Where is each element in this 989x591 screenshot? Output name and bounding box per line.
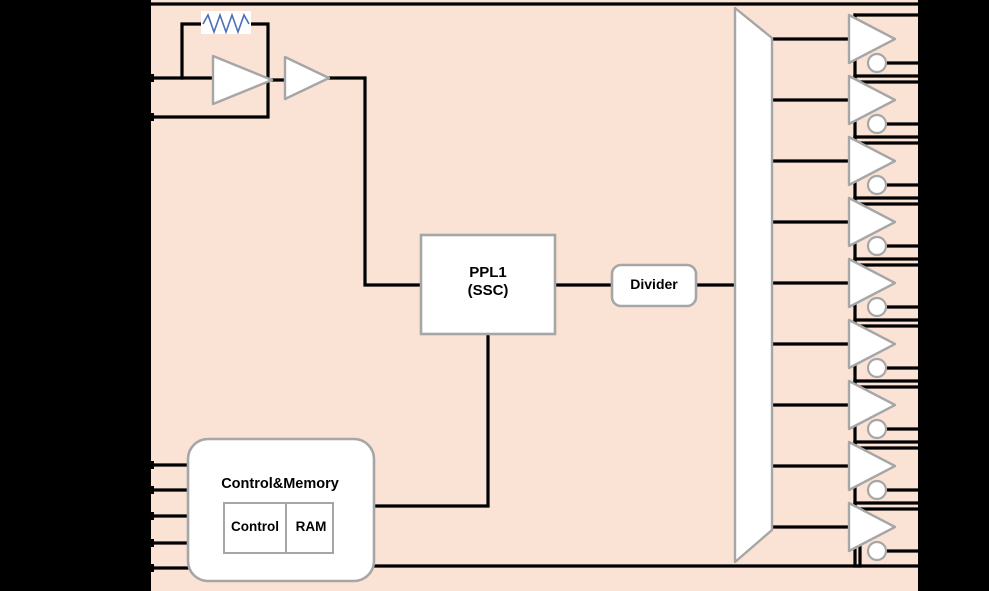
wire-feedback-left	[180, 22, 204, 80]
wire-buffer-to-pll	[327, 76, 423, 287]
left-pin-stubs	[149, 463, 192, 570]
inverting-bubble-icon	[866, 113, 888, 135]
output-buffer-5[interactable]	[847, 257, 897, 318]
inverting-bubble-icon	[866, 540, 888, 562]
wire-feedback-right	[248, 22, 270, 82]
fanout-bus-block[interactable]	[733, 6, 774, 564]
output-buffer-7[interactable]	[847, 379, 897, 440]
control-subblock[interactable]	[223, 502, 287, 554]
inverting-bubble-icon	[866, 52, 888, 74]
output-buffer-2[interactable]	[847, 74, 897, 135]
output-buffer-4[interactable]	[847, 196, 897, 257]
output-buffer-6[interactable]	[847, 318, 897, 379]
output-buffer-8[interactable]	[847, 440, 897, 501]
feedback-resistor-icon	[201, 11, 251, 35]
wire-xout-return	[149, 78, 270, 119]
pll-block[interactable]	[419, 233, 557, 336]
wire-control-to-pll	[372, 332, 490, 508]
output-buffer-9[interactable]	[847, 501, 897, 562]
inverting-bubble-icon	[866, 174, 888, 196]
letterbox-left	[0, 0, 151, 591]
output-buffer-3[interactable]	[847, 135, 897, 196]
output-buffer-1[interactable]	[847, 13, 897, 74]
inverting-bubble-icon	[866, 357, 888, 379]
inverting-bubble-icon	[866, 296, 888, 318]
oscillator-inverter-icon	[211, 54, 274, 106]
divider-block[interactable]	[610, 263, 698, 308]
inverting-bubble-icon	[866, 235, 888, 257]
wire-control-bottom-rail	[372, 541, 862, 568]
inverting-bubble-icon	[866, 479, 888, 501]
ram-subblock[interactable]	[285, 502, 334, 554]
oscillator-buffer-icon	[283, 55, 331, 101]
inverting-bubble-icon	[866, 418, 888, 440]
letterbox-right	[918, 0, 989, 591]
output-buffer-group	[847, 13, 897, 562]
